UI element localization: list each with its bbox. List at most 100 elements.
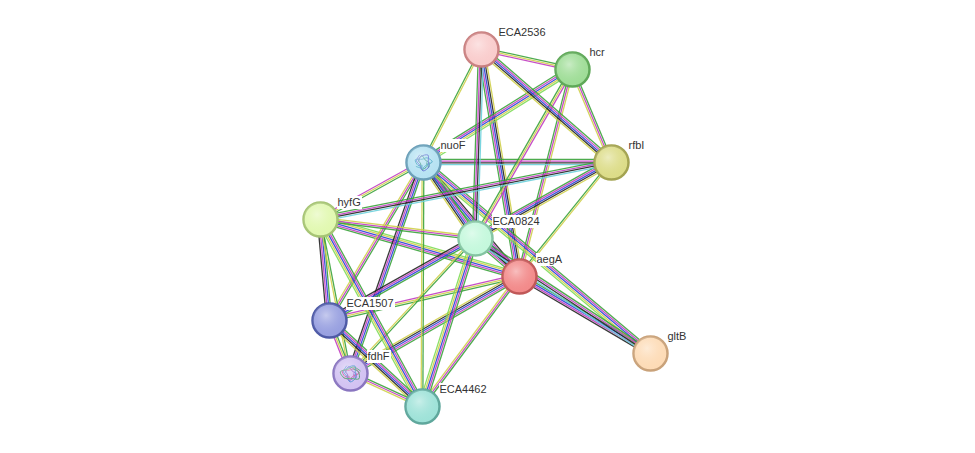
node-circle: [405, 144, 442, 181]
evidence-line: [334, 162, 596, 213]
node-highlight: [406, 145, 440, 179]
evidence-line: [430, 253, 474, 392]
node-label: aegA: [536, 253, 564, 266]
evidence-line: [335, 167, 597, 218]
node-disc: [594, 145, 628, 179]
node-circle: [632, 335, 669, 372]
interaction-edge: [335, 219, 461, 238]
node-label: nuoF: [440, 139, 467, 152]
evidence-line: [487, 247, 637, 346]
node-circle: [332, 355, 369, 392]
evidence-line: [487, 168, 597, 229]
evidence-line: [425, 252, 469, 391]
interaction-edge: [363, 378, 409, 402]
evidence-line: [333, 169, 410, 211]
protein-node: ECA1507: [311, 302, 348, 339]
evidence-line: [436, 77, 560, 154]
evidence-line: [578, 83, 605, 148]
evidence-line: [438, 159, 596, 160]
node-disc: [502, 259, 536, 293]
node-circle: [463, 31, 500, 68]
node-disc: [406, 145, 440, 179]
evidence-line: [421, 177, 423, 391]
node-circle: [501, 258, 538, 295]
evidence-line: [486, 166, 596, 227]
evidence-line: [342, 245, 462, 312]
evidence-line: [334, 171, 411, 213]
protein-node: hyfG: [302, 201, 339, 238]
evidence-line: [482, 82, 564, 225]
node-highlight: [333, 356, 367, 390]
evidence-line: [363, 381, 408, 402]
interaction-edge: [341, 243, 463, 315]
node-circle: [554, 51, 591, 88]
protein-node: gltB: [632, 335, 669, 372]
node-highlight: [312, 303, 346, 337]
interaction-edge: [335, 174, 417, 308]
evidence-line: [433, 173, 637, 345]
interaction-edge: [421, 177, 424, 391]
evidence-line: [428, 253, 472, 392]
interaction-edge: [423, 251, 473, 392]
protein-node: rfbI: [593, 144, 630, 181]
node-highlight: [464, 32, 498, 66]
evidence-line: [364, 379, 409, 400]
node-disc: [633, 336, 667, 370]
node-disc: [458, 221, 492, 255]
evidence-line: [484, 83, 566, 226]
node-disc: [555, 52, 589, 86]
protein-node: aegA: [501, 258, 538, 295]
evidence-line: [437, 78, 561, 155]
protein-node: ECA4462: [404, 388, 441, 425]
node-label: ECA1507: [346, 297, 395, 310]
evidence-line: [335, 174, 414, 306]
node-circle: [404, 388, 441, 425]
node-label: ECA4462: [439, 383, 488, 396]
interaction-edge: [486, 244, 639, 347]
interaction-edge: [333, 333, 346, 359]
node-disc: [312, 303, 346, 337]
evidence-line: [486, 248, 636, 347]
node-label: rfbI: [628, 139, 646, 152]
interaction-edge: [432, 169, 640, 346]
evidence-line: [427, 252, 471, 391]
evidence-line: [576, 83, 603, 148]
node-label: fdhF: [367, 350, 391, 363]
node-highlight: [594, 145, 628, 179]
node-label: hyfG: [337, 196, 362, 209]
node-label: hcr: [589, 46, 606, 59]
evidence-line: [579, 82, 606, 147]
evidence-line: [489, 244, 639, 343]
node-highlight: [555, 52, 589, 86]
interaction-edge: [434, 74, 561, 157]
node-highlight: [633, 336, 667, 370]
node-highlight: [458, 221, 492, 255]
node-circle: [593, 144, 630, 181]
node-disc: [405, 389, 439, 423]
node-circle: [457, 220, 494, 257]
evidence-line: [438, 80, 562, 157]
protein-node: hcr: [554, 51, 591, 88]
node-disc: [333, 356, 367, 390]
evidence-line: [488, 246, 638, 345]
interaction-edge: [481, 81, 566, 226]
evidence-line: [434, 74, 558, 151]
evidence-line: [496, 51, 558, 65]
node-label: ECA2536: [498, 26, 547, 39]
evidence-line: [337, 175, 416, 307]
node-label: gltB: [667, 330, 688, 343]
evidence-line: [335, 219, 460, 234]
node-disc: [303, 202, 337, 236]
evidence-line: [335, 166, 597, 217]
protein-node: ECA2536: [463, 31, 500, 68]
node-circle: [311, 302, 348, 339]
node-disc: [464, 32, 498, 66]
evidence-line: [343, 248, 463, 315]
evidence-line: [335, 221, 460, 236]
node-highlight: [303, 202, 337, 236]
protein-node: nuoF: [405, 144, 442, 181]
evidence-line: [335, 164, 597, 215]
node-label: ECA0824: [492, 215, 541, 228]
evidence-line: [335, 220, 505, 269]
